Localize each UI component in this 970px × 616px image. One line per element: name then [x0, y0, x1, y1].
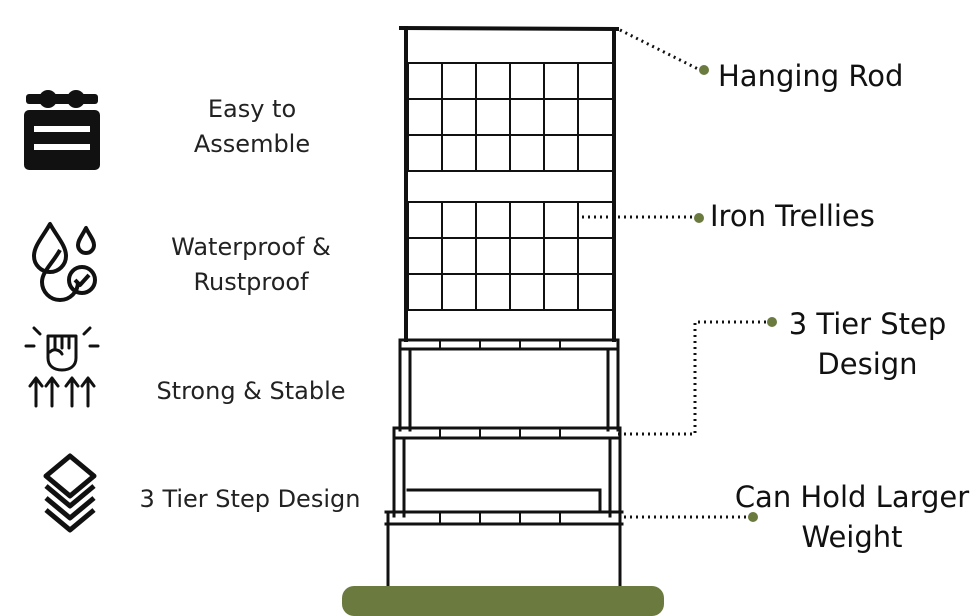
ground-strip	[342, 586, 664, 616]
tier-shelf-2	[392, 426, 622, 518]
stacked-layers-icon	[20, 452, 104, 536]
feature-label-strong: Strong & Stable	[156, 377, 346, 405]
callout-leaders	[582, 28, 768, 519]
dot-iron-trellies	[694, 213, 704, 223]
water-drops-check-icon	[20, 218, 104, 302]
lower-trellis-grid	[407, 201, 615, 311]
upper-trellis-grid	[407, 62, 615, 172]
callout-larger-weight: Can Hold Larger Weight	[734, 480, 970, 554]
hanging-rod	[398, 25, 620, 32]
callout-iron-trellies: Iron Trellies	[710, 199, 875, 233]
dot-tier-step	[767, 317, 777, 327]
plant-stand-illustration	[384, 25, 777, 592]
callout-hanging-rod: Hanging Rod	[718, 59, 904, 93]
dot-larger-weight	[748, 512, 758, 522]
callout-tier-step: 3 Tier Step Design	[788, 307, 947, 381]
leader-hanging-rod	[619, 28, 701, 72]
feature-label-tier: 3 Tier Step Design	[139, 485, 361, 513]
tier-shelf-1	[398, 338, 620, 432]
feature-label-waterproof: Waterproof & Rustproof	[171, 233, 331, 296]
signboard-icon	[20, 90, 104, 174]
dot-hanging-rod	[699, 65, 709, 75]
leader-tier-step	[618, 320, 768, 436]
tier-shelf-3	[384, 510, 624, 592]
feature-label-assemble: Easy to Assemble	[193, 95, 311, 158]
raised-fist-icon	[20, 326, 104, 410]
